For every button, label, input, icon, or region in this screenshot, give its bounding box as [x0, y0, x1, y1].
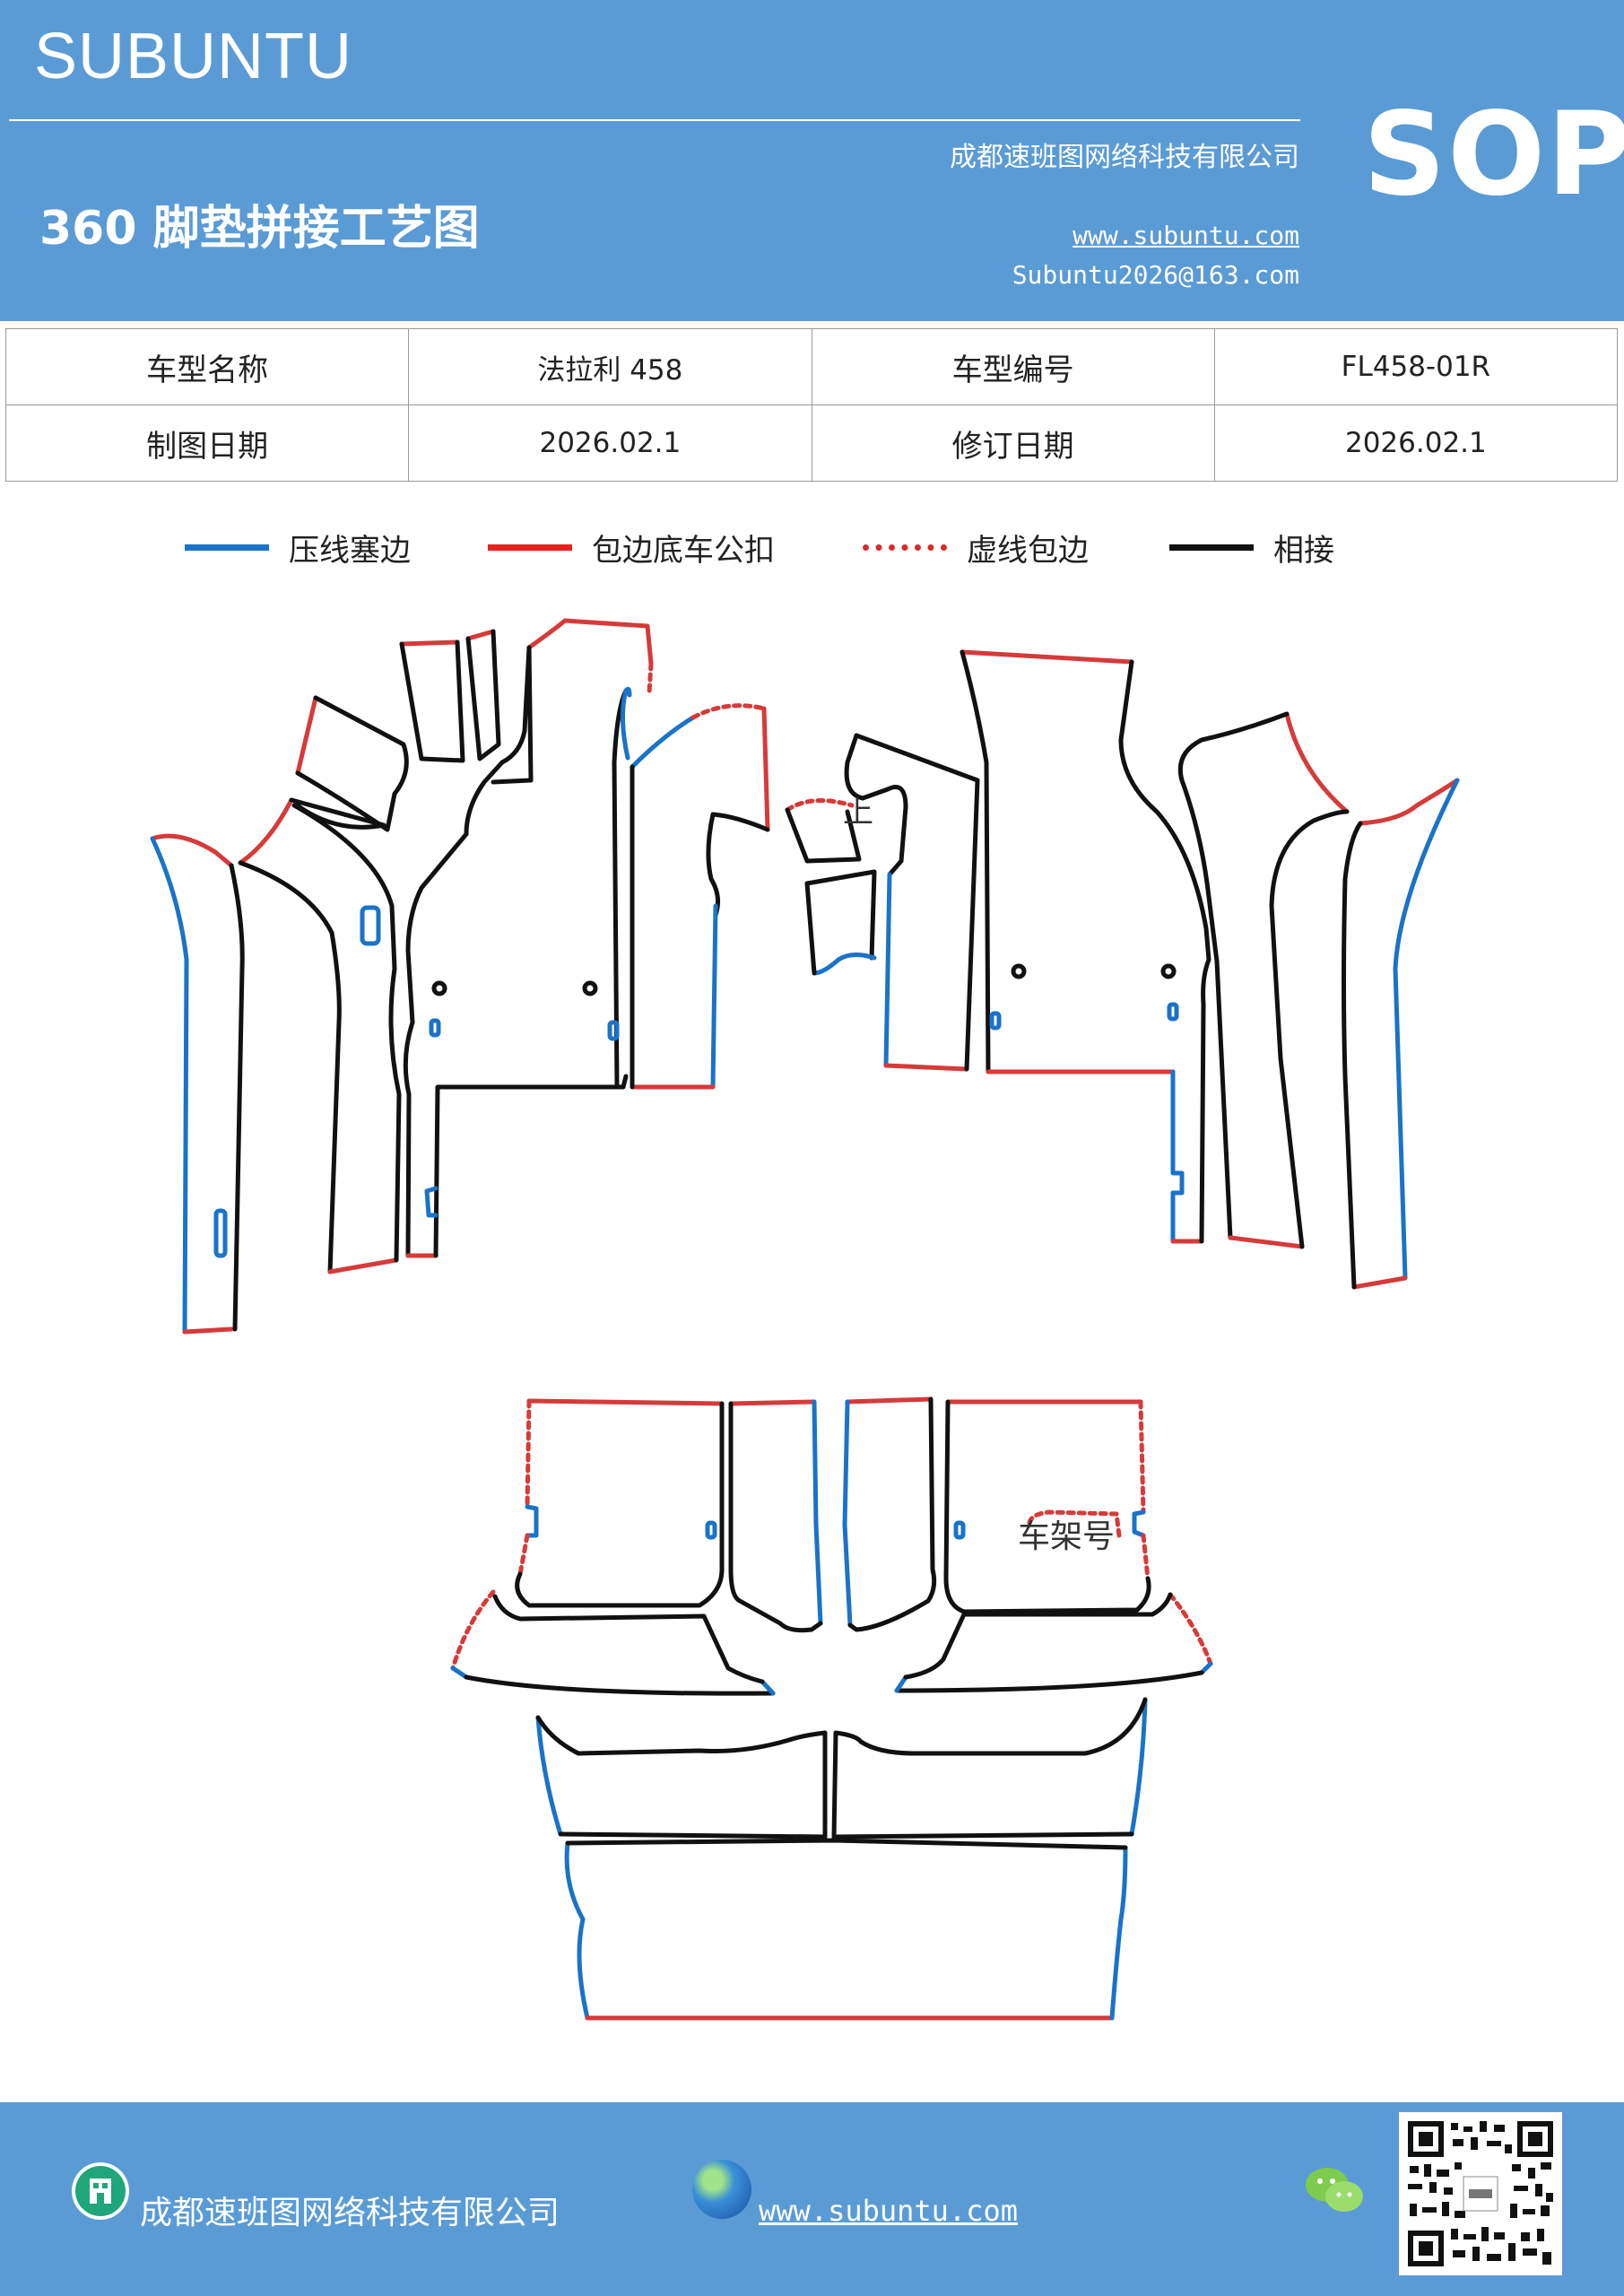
mat-piece-rear-left-mid — [728, 1399, 823, 1633]
drawing-date-value: 2026.02.1 — [408, 404, 812, 482]
mat-piece-rear-bottom — [564, 1838, 1128, 2021]
mat-piece-left-strip — [150, 833, 245, 1335]
model-code-value: FL458-01R — [1213, 328, 1619, 405]
drawing-date-label: 制图日期 — [4, 404, 410, 482]
mark-up-label: 上 — [843, 795, 873, 831]
legend-swatch-blue — [185, 544, 269, 551]
legend-swatch-black — [1169, 544, 1254, 551]
slot-marker — [607, 1020, 620, 1041]
building-icon — [72, 2162, 129, 2220]
page-title: 360 脚垫拼接工艺图 — [39, 202, 480, 256]
vehicle-info-table: 车型名称 法拉利 458 车型编号 FL458-01R 制图日期 2026.02… — [4, 328, 1619, 482]
legend-label: 包边底车公扣 — [592, 532, 775, 569]
globe-icon — [692, 2160, 751, 2219]
mat-piece-rear-right-wing — [894, 1592, 1213, 1693]
legend-item-dotted-edge: 虚线包边 — [863, 516, 1089, 578]
mat-piece-left-inner — [620, 686, 770, 1090]
slot-marker — [953, 1520, 966, 1540]
wechat-icon[interactable] — [1304, 2163, 1365, 2217]
table-row: 制图日期 2026.02.1 修订日期 2026.02.1 — [4, 404, 1619, 482]
mat-piece-right-mid — [1177, 711, 1350, 1249]
building-icon-svg — [90, 2179, 111, 2204]
header-website-link[interactable]: www.subuntu.com — [1073, 221, 1299, 250]
mat-piece-rear-right-top — [943, 1399, 1151, 1614]
legend-swatch-red-dotted — [863, 544, 947, 551]
sop-badge: SOP — [1363, 88, 1624, 222]
mat-piece-rear-seat-left — [535, 1715, 828, 1839]
table-row: 车型名称 法拉利 458 车型编号 FL458-01R — [4, 328, 1619, 405]
legend: 压线塞边 包边底车公扣 虚线包边 相接 — [0, 516, 1624, 578]
mat-piece-right-center — [844, 733, 980, 1072]
legend-label: 虚线包边 — [967, 532, 1089, 569]
model-code-label: 车型编号 — [811, 328, 1215, 405]
frame-number-label: 车架号 — [1018, 1518, 1115, 1555]
mat-piece-rear-left-wing — [450, 1589, 776, 1696]
slot-marker — [213, 1208, 228, 1258]
model-name-value: 法拉利 458 — [408, 328, 812, 405]
model-name-label: 车型名称 — [4, 328, 410, 405]
legend-label: 压线塞边 — [289, 532, 411, 569]
header-company-name: 成都速班图网络科技有限公司 — [950, 142, 1299, 173]
qr-code — [1399, 2112, 1562, 2275]
legend-item-edge: 包边底车公扣 — [488, 516, 775, 578]
footer-company-name: 成都速班图网络科技有限公司 — [140, 2195, 560, 2231]
mat-piece-rear-right-mid — [842, 1396, 937, 1632]
footer-website-link[interactable]: www.subuntu.com — [759, 2194, 1018, 2228]
slot-marker — [1167, 1002, 1179, 1022]
slot-marker — [360, 905, 381, 946]
legend-swatch-red — [488, 544, 572, 551]
mat-piece-right-large — [960, 649, 1211, 1244]
qr-code-svg — [1404, 2118, 1557, 2270]
mat-piece-rear-seat-right — [831, 1697, 1148, 1839]
revision-date-label: 修订日期 — [811, 404, 1215, 482]
header-email: Subuntu2026@163.com — [1012, 260, 1299, 290]
mat-piece-rear-left-top — [515, 1398, 725, 1608]
header-band — [0, 0, 1624, 321]
revision-date-value: 2026.02.1 — [1213, 404, 1619, 482]
legend-item-seam: 压线塞边 — [185, 516, 411, 578]
slot-marker — [989, 1011, 1002, 1031]
slot-marker — [429, 1018, 441, 1038]
mat-piece-left-upper — [238, 797, 402, 1274]
mat-piece-right-small-top — [785, 798, 877, 976]
legend-label: 相接 — [1273, 532, 1334, 569]
slot-marker — [705, 1520, 717, 1540]
mat-piece-right-strip — [1342, 778, 1460, 1290]
mat-piece-left-top-small — [295, 695, 409, 832]
mat-piece-left-center — [399, 618, 654, 1258]
brand-logo-text: SUBUNTU — [34, 21, 353, 92]
header-divider — [9, 119, 1300, 121]
legend-item-joint: 相接 — [1169, 516, 1334, 578]
